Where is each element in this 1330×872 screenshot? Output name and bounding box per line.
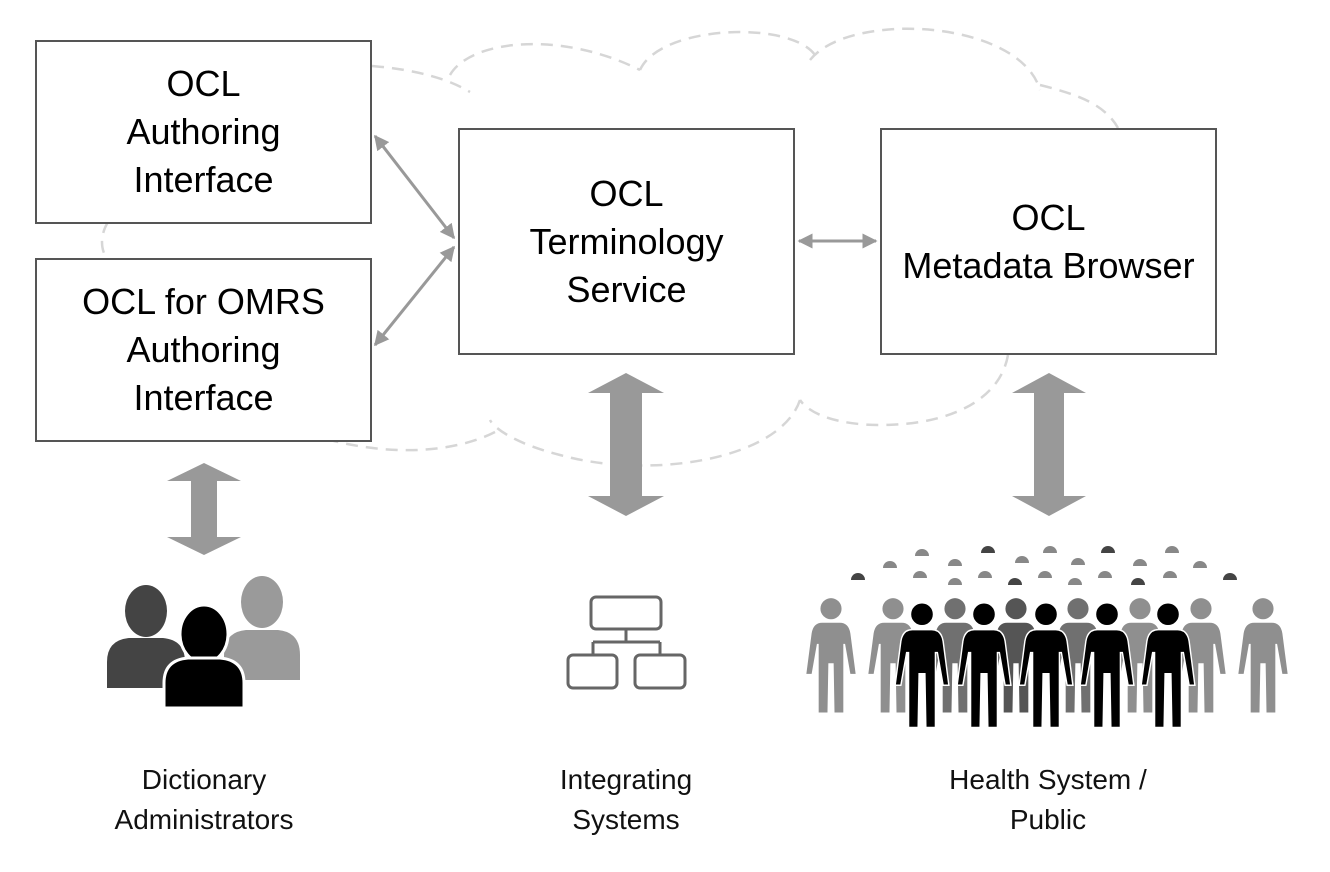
integrating-systems-caption: Integrating Systems (496, 760, 756, 840)
integrating-double-arrow (588, 373, 664, 516)
dictionary-administrators-caption: Dictionary Administrators (74, 760, 334, 840)
crowd-head (913, 571, 927, 578)
omrs-terminology-arrow (373, 245, 456, 347)
crowd-head (948, 559, 962, 566)
admins-double-arrow (167, 463, 241, 555)
crowd-head (981, 546, 995, 553)
crowd-head (851, 573, 865, 580)
omrs-line-2: Authoring (126, 329, 281, 370)
authoring-terminology-arrow (373, 134, 456, 240)
terminology-line-2: Terminology (529, 220, 724, 262)
crowd-head (978, 571, 992, 578)
crowd-head (1068, 578, 1082, 585)
integrating-caption-line-1: Integrating (559, 764, 693, 795)
public-caption-line-1: Health System / (949, 764, 1147, 795)
crowd-head (1223, 573, 1237, 580)
crowd-head (1098, 571, 1112, 578)
crowd-head (1163, 571, 1177, 578)
crowd-person (806, 598, 856, 713)
crowd-head (1101, 546, 1115, 553)
crowd-head (1133, 559, 1147, 566)
terminology-line-1: OCL (589, 172, 664, 214)
public-double-arrow (1012, 373, 1086, 516)
authoring-line-1: OCL (166, 63, 241, 104)
integrating-caption-line-2: Systems (572, 804, 680, 835)
terminology-line-3: Service (566, 268, 687, 310)
crowd-icon (806, 546, 1288, 729)
metadata-line-2: Metadata Browser (902, 244, 1195, 286)
crowd-head (1071, 558, 1085, 565)
crowd-head (1008, 578, 1022, 585)
omrs-authoring-interface-box: OCL for OMRS Authoring Interface (35, 258, 372, 442)
connector-arrows (373, 134, 878, 347)
public-caption-line-2: Public (1009, 804, 1087, 835)
crowd-head (1131, 578, 1145, 585)
health-system-public-caption: Health System / Public (918, 760, 1178, 840)
admins-caption-line-1: Dictionary (141, 764, 267, 795)
admins-caption-line-2: Administrators (114, 804, 294, 835)
authoring-line-2: Authoring (126, 111, 281, 152)
crowd-head (915, 549, 929, 556)
cloud-outline (100, 27, 1120, 467)
crowd-head (1015, 556, 1029, 563)
crowd-head (1043, 546, 1057, 553)
crowd-head (1165, 546, 1179, 553)
omrs-line-3: Interface (133, 377, 274, 418)
crowd-head (1038, 571, 1052, 578)
users-group-icon (107, 576, 300, 710)
omrs-line-1: OCL for OMRS (82, 281, 325, 322)
terminology-service-box: OCL Terminology Service (458, 128, 795, 355)
crowd-person (1238, 598, 1288, 713)
metadata-line-1: OCL (1011, 196, 1086, 238)
metadata-browser-box: OCL Metadata Browser (880, 128, 1217, 355)
crowd-head (948, 578, 962, 585)
hierarchy-icon (566, 595, 687, 690)
authoring-line-3: Interface (133, 159, 274, 200)
crowd-head (883, 561, 897, 568)
crowd-head (1193, 561, 1207, 568)
authoring-interface-box: OCL Authoring Interface (35, 40, 372, 224)
